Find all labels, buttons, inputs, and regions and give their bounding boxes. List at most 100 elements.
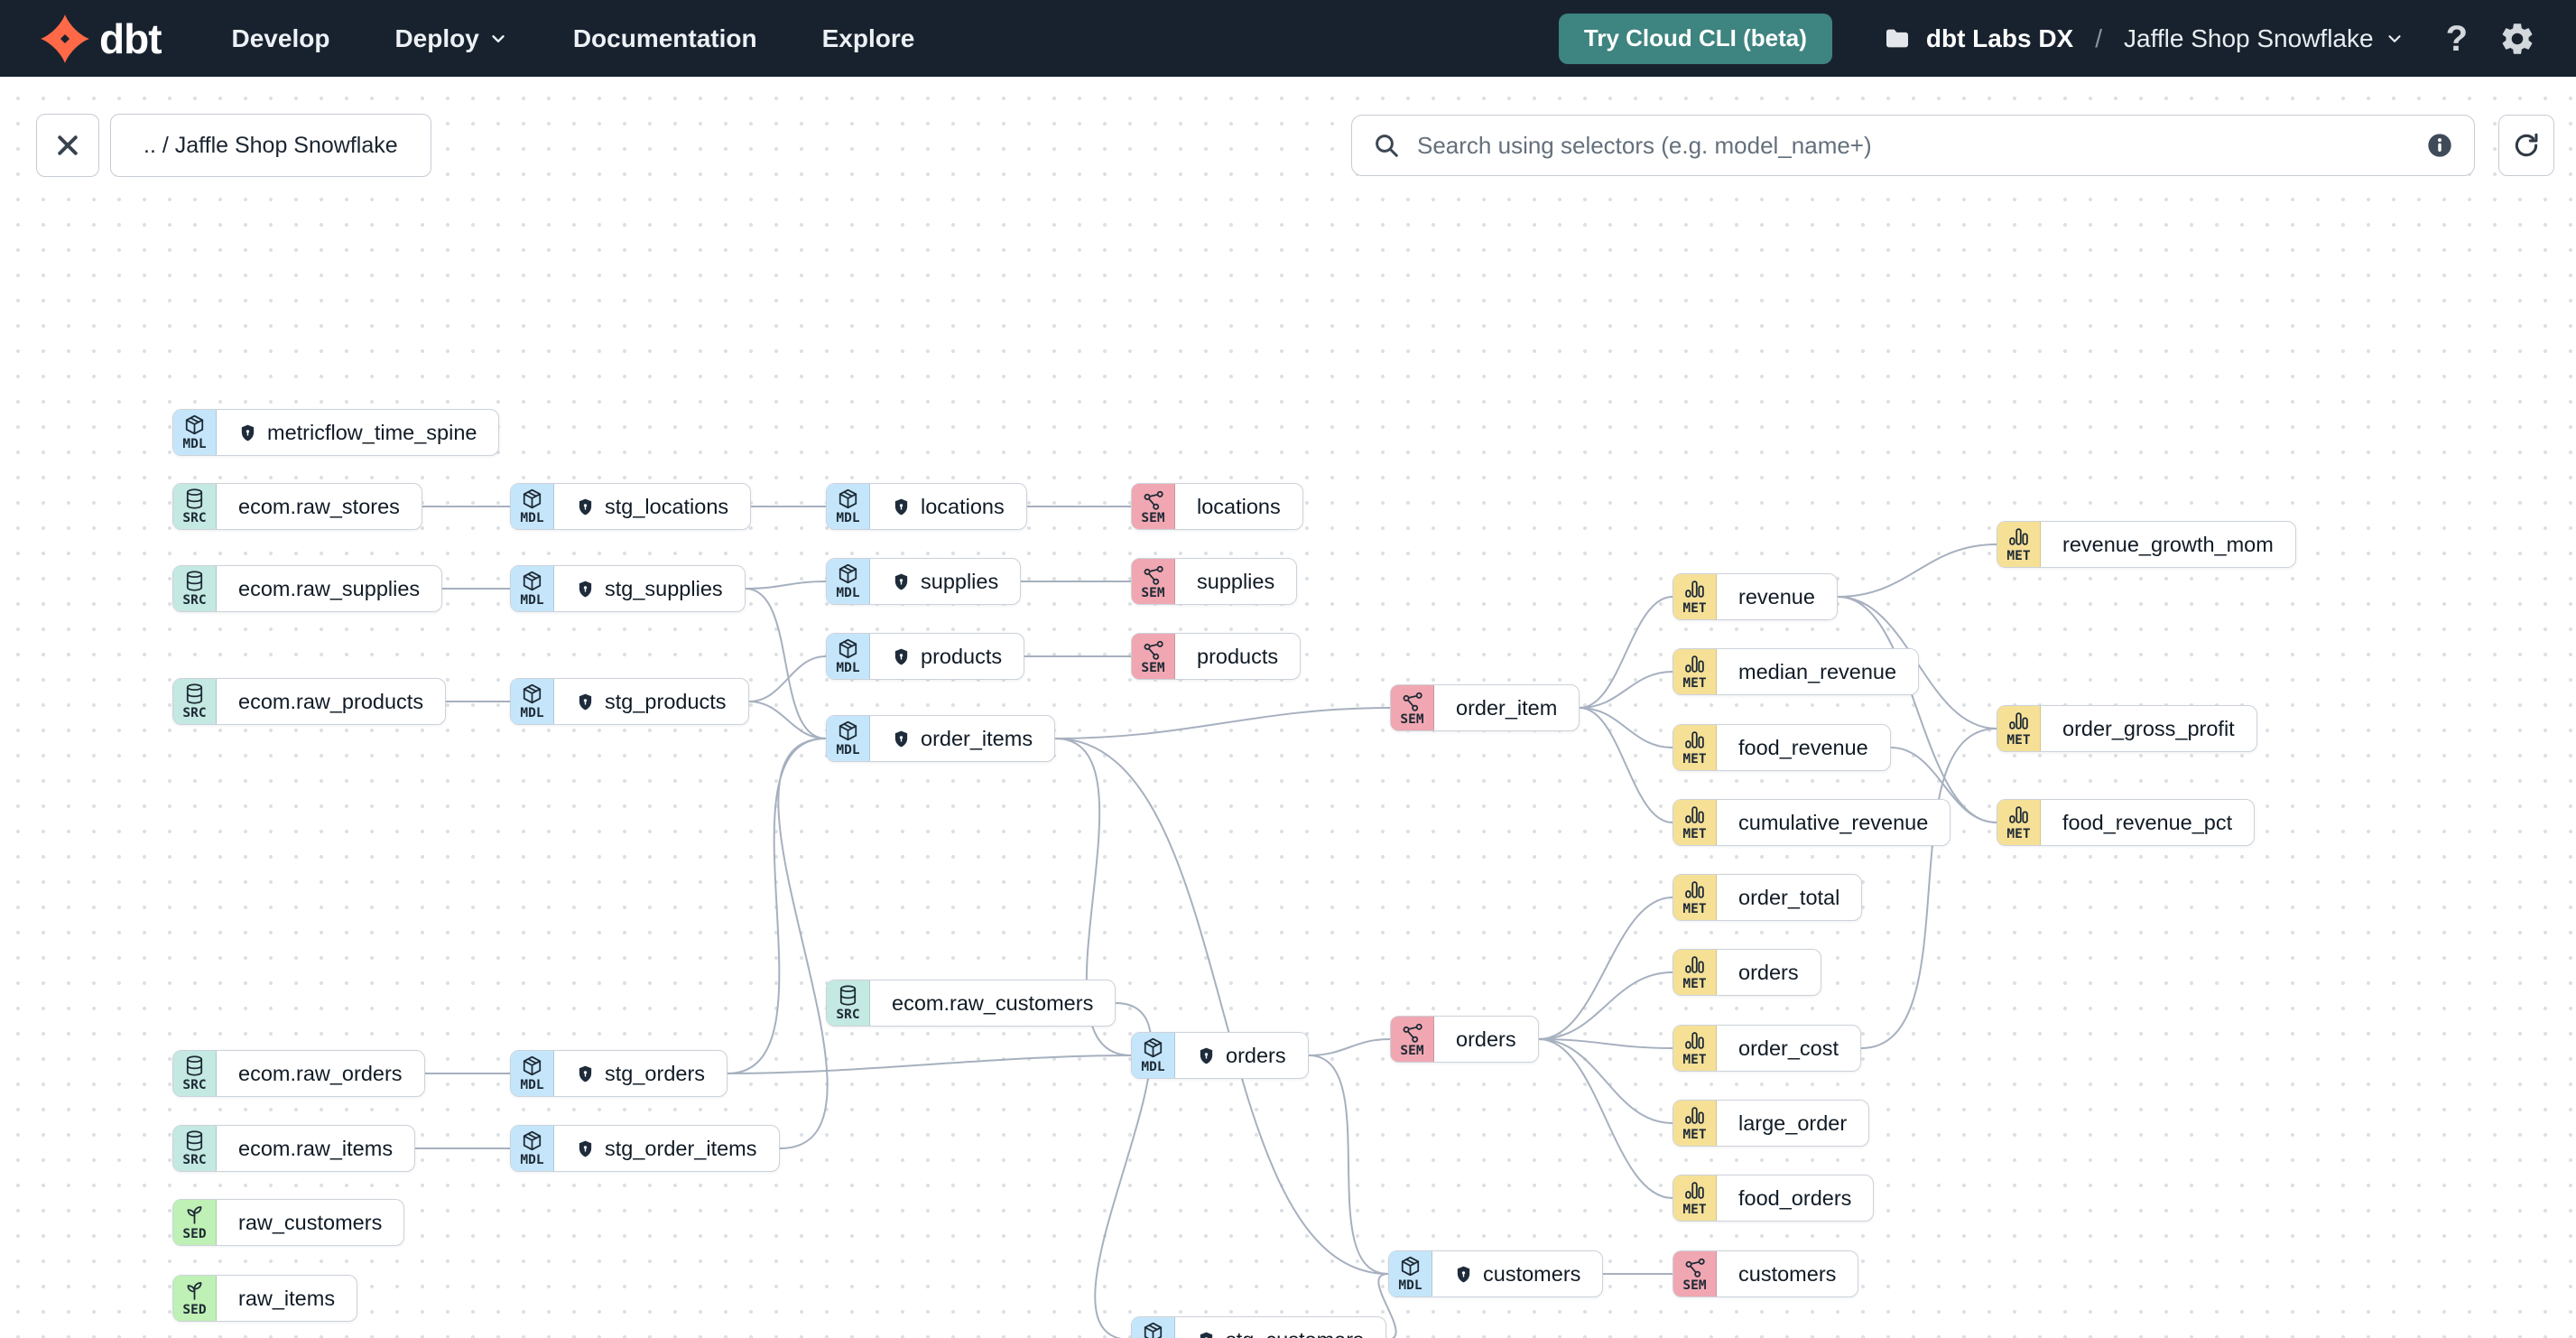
help-icon[interactable]: ? bbox=[2445, 18, 2468, 59]
node-label: metricflow_time_spine bbox=[267, 420, 477, 444]
project-switcher[interactable]: Jaffle Shop Snowflake bbox=[2124, 24, 2405, 53]
nav-item-develop[interactable]: Develop bbox=[231, 23, 330, 52]
bar-chart-icon bbox=[2007, 804, 2030, 826]
node-type-label: MET bbox=[2006, 733, 2031, 748]
node-type-label: MET bbox=[1682, 676, 1707, 692]
cube-icon bbox=[521, 1055, 543, 1077]
graph-node-sed_customers[interactable]: SED raw_customers bbox=[172, 1199, 405, 1246]
node-label: orders bbox=[1738, 960, 1799, 984]
edge-met_revenue-to-met_revenue_growth_mom bbox=[1837, 544, 1997, 598]
node-label: stg_customers bbox=[1226, 1328, 1364, 1338]
share-network-icon bbox=[1401, 689, 1423, 711]
edge-stg_products-to-mdl_products bbox=[748, 655, 827, 702]
refresh-button[interactable] bbox=[2498, 115, 2554, 176]
shield-icon bbox=[576, 692, 595, 712]
graph-node-met_revenue[interactable]: MET revenue bbox=[1673, 573, 1838, 620]
node-label-area: order_items bbox=[870, 716, 1054, 761]
lineage-breadcrumb[interactable]: .. / Jaffle Shop Snowflake bbox=[110, 114, 431, 177]
graph-node-met_orders[interactable]: MET orders bbox=[1673, 949, 1821, 996]
node-type-label: SEM bbox=[1400, 1044, 1424, 1059]
database-icon bbox=[183, 488, 206, 510]
node-label-area: products bbox=[1175, 634, 1300, 679]
dbt-brand[interactable]: dbt bbox=[40, 14, 162, 64]
node-label-area: customers bbox=[1717, 1251, 1858, 1296]
node-label: cumulative_revenue bbox=[1738, 810, 1929, 834]
node-label-area: revenue bbox=[1717, 574, 1837, 619]
node-label: order_total bbox=[1738, 885, 1840, 909]
node-type-label: MET bbox=[1682, 1128, 1707, 1143]
node-type-label: SRC bbox=[182, 511, 207, 526]
node-type-label: MET bbox=[1682, 601, 1707, 617]
node-label: order_gross_profit bbox=[2062, 716, 2235, 740]
node-type-label: MET bbox=[1682, 977, 1707, 992]
cube-icon bbox=[1142, 1036, 1164, 1059]
lineage-canvas[interactable]: .. / Jaffle Shop Snowflake MDL metricflow… bbox=[0, 77, 2576, 1338]
database-icon bbox=[183, 683, 206, 705]
selector-search-input[interactable] bbox=[1415, 130, 2425, 161]
close-lineage-button[interactable] bbox=[36, 114, 99, 177]
met-type-badge: MET bbox=[1673, 950, 1717, 995]
sem-type-badge: SEM bbox=[1391, 1017, 1434, 1062]
shield-icon bbox=[892, 646, 911, 667]
shield-icon bbox=[1197, 1330, 1216, 1338]
node-label-area: stg_orders bbox=[554, 1051, 727, 1096]
info-icon[interactable] bbox=[2425, 131, 2454, 160]
sed-type-badge: SED bbox=[173, 1200, 217, 1245]
graph-node-met_order_gross_profit[interactable]: MET order_gross_profit bbox=[1997, 705, 2257, 752]
chevron-down-icon bbox=[2387, 34, 2401, 42]
gear-icon[interactable] bbox=[2498, 20, 2536, 58]
nav-item-explore[interactable]: Explore bbox=[821, 23, 915, 52]
node-type-label: MDL bbox=[182, 437, 207, 452]
node-label-area: orders bbox=[1717, 950, 1821, 995]
nav-item-deploy[interactable]: Deploy bbox=[394, 24, 507, 53]
mdl-type-badge: MDL bbox=[827, 484, 870, 529]
mdl-type-badge: MDL bbox=[511, 1126, 554, 1171]
graph-node-mts[interactable]: MDL metricflow_time_spine bbox=[172, 409, 500, 456]
search-icon bbox=[1376, 135, 1398, 157]
nav-item-documentation[interactable]: Documentation bbox=[572, 23, 757, 52]
node-label: raw_customers bbox=[238, 1210, 383, 1234]
node-label: supplies bbox=[1197, 569, 1275, 593]
try-cloud-cli-button[interactable]: Try Cloud CLI (beta) bbox=[1558, 13, 1832, 64]
sprout-icon bbox=[183, 1203, 206, 1226]
account-name[interactable]: dbt Labs DX bbox=[1925, 23, 2074, 52]
node-type-label: MDL bbox=[836, 661, 860, 676]
mdl-type-badge: MDL bbox=[827, 634, 870, 679]
cube-icon bbox=[837, 637, 859, 660]
edge-stg_supplies-to-order_items bbox=[745, 588, 827, 739]
